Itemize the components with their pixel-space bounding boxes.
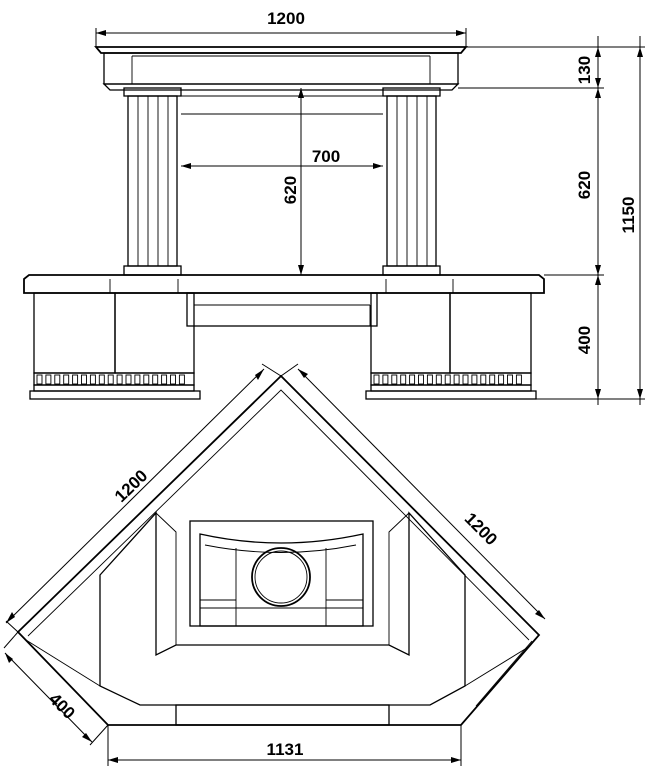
dim-label-opening-width: 700 xyxy=(312,147,340,166)
dimension-total-width: 1200 xyxy=(95,9,467,47)
chimney-flue xyxy=(251,547,311,607)
dimension-opening-width: 700 xyxy=(181,147,383,169)
dim-label-column-height: 620 xyxy=(575,171,594,199)
dim-label-total-height: 1150 xyxy=(619,197,638,234)
mantel xyxy=(94,46,468,97)
dimension-inner-height: 620 xyxy=(281,88,304,275)
dim-label-plan-depth: 400 xyxy=(45,689,78,722)
dim-label-total-width: 1200 xyxy=(267,9,305,28)
left-pedestal xyxy=(29,292,201,400)
plan-view: 1200 1200 400 1131 xyxy=(3,363,546,766)
dim-label-plan-right: 1200 xyxy=(461,509,501,549)
dimension-plan-depth: 400 xyxy=(3,631,109,746)
right-column xyxy=(382,87,441,276)
firebox-plan xyxy=(189,520,374,627)
right-pedestal xyxy=(365,292,537,400)
dimension-plan-left: 1200 xyxy=(5,363,282,633)
dimension-plan-front: 1131 xyxy=(107,725,462,766)
front-view: 1200 700 620 xyxy=(23,9,645,405)
left-column xyxy=(123,87,182,276)
plan-outline xyxy=(16,374,541,726)
dimension-chain-right: 130 620 400 1150 xyxy=(458,36,645,405)
dim-label-inner-height: 620 xyxy=(281,176,300,204)
hearth-slab xyxy=(23,274,545,294)
dim-label-base-height: 400 xyxy=(575,326,594,354)
dim-label-plan-front: 1131 xyxy=(267,740,304,759)
dimension-plan-right: 1200 xyxy=(280,363,546,620)
dim-label-mantel-height: 130 xyxy=(575,56,594,84)
